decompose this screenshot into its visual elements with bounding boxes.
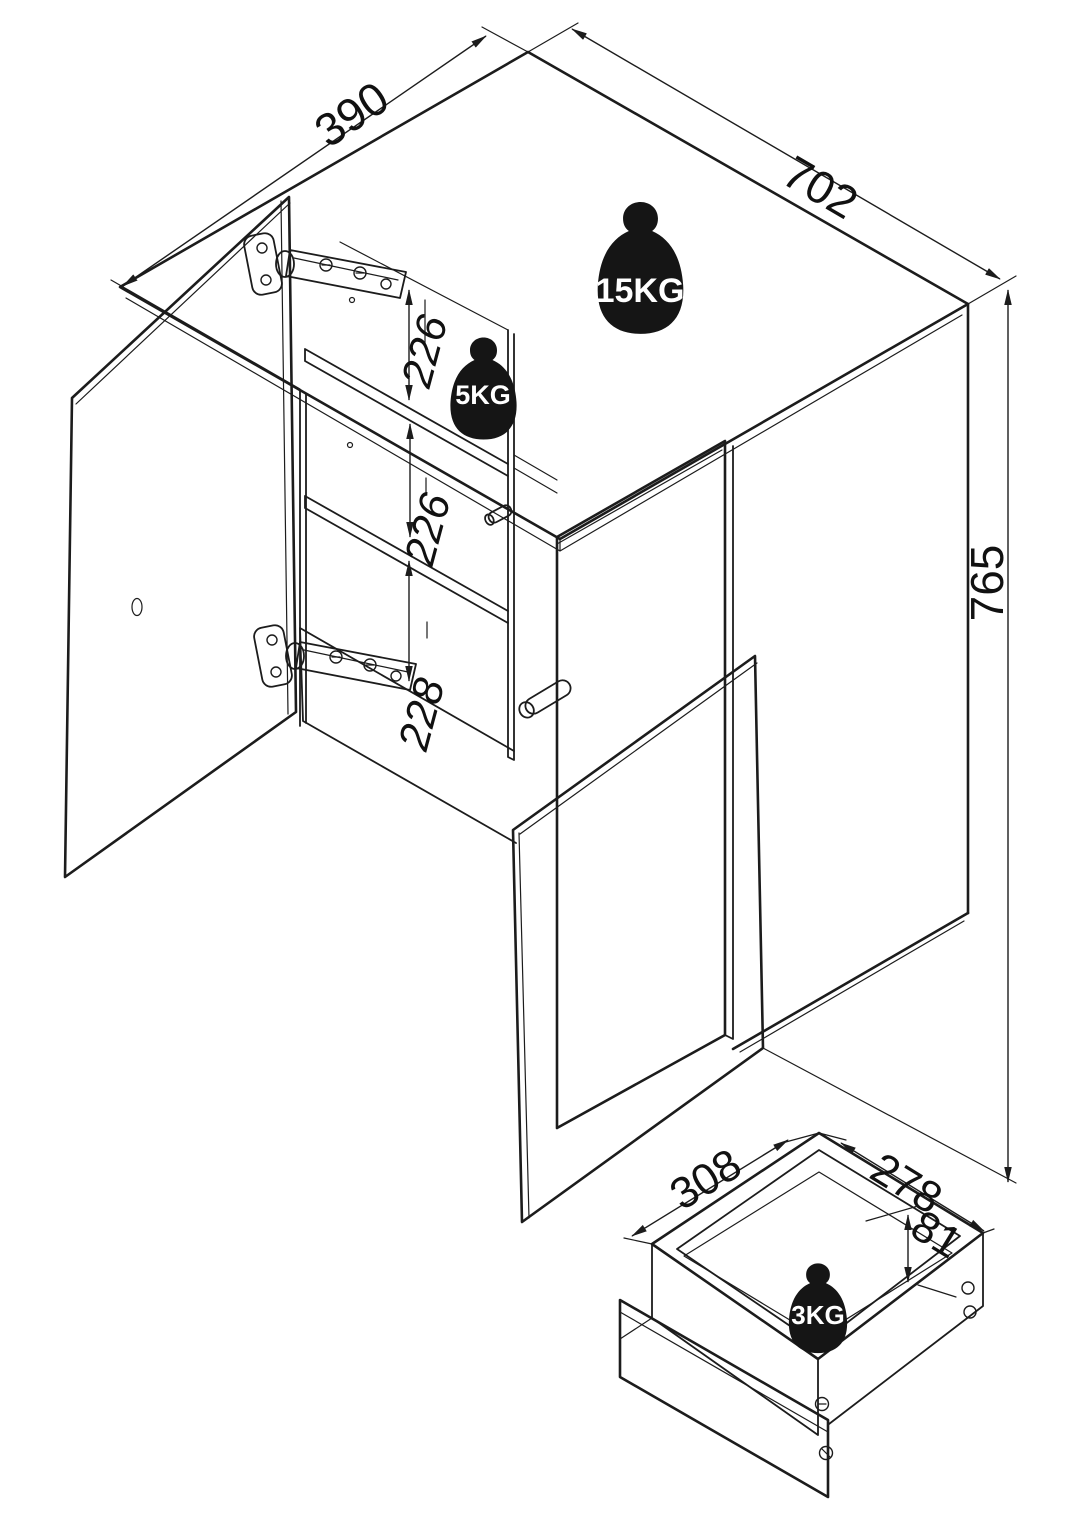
drawer-front-strip (484, 454, 558, 526)
cabinet-interior: 226 226 228 (299, 241, 517, 844)
bottom-panel (299, 627, 517, 844)
shelf-spacing-label-2: 226 (395, 488, 460, 571)
right-door-open (555, 439, 734, 1130)
drawer-detail-view: 3KG 308 278 81 (618, 1131, 995, 1499)
drawer-screws (814, 1281, 977, 1461)
left-door-open (63, 195, 298, 879)
drawer-load-label: 3KG (791, 1300, 844, 1330)
shelf-pin-hole (346, 441, 354, 449)
door-handle-hole (131, 597, 143, 617)
shelf-1 (304, 348, 509, 477)
shelf-spacing-arrows (405, 289, 414, 682)
bottom-door-handle (518, 679, 572, 719)
drawer-front-panel (618, 1298, 830, 1499)
dimension-width: 702 (527, 22, 1017, 305)
height-dimension-label: 765 (961, 545, 1013, 622)
cabinet-top-face (118, 50, 970, 552)
shelf-pin-hole (348, 296, 356, 304)
dimension-height: 765 (762, 289, 1017, 1184)
shelf-load-label: 5KG (455, 380, 511, 410)
weight-icon-top (597, 201, 684, 334)
width-dimension-label: 702 (774, 145, 867, 229)
dimension-depth: 390 (110, 26, 529, 390)
dimension-drawer-width: 308 (623, 1132, 820, 1245)
cabinet-main-view: 226 226 228 15 (63, 22, 1017, 1224)
hinge-icon-top (241, 230, 407, 299)
top-load-label: 15KG (596, 272, 685, 310)
depth-dimension-label: 390 (305, 71, 398, 157)
drawer-handle (484, 504, 513, 526)
cabinet-right-side-panel (731, 302, 970, 1053)
shelf-spacing-label-1: 226 (392, 310, 457, 393)
